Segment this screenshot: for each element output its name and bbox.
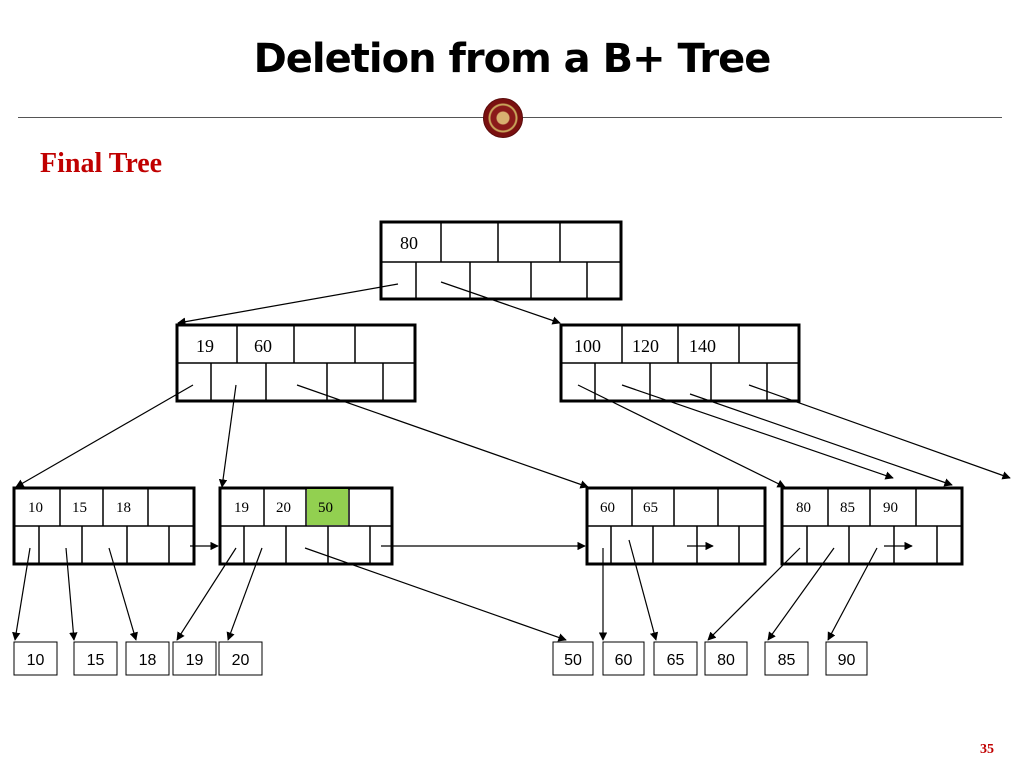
- pointer-arrow: [296, 384, 589, 489]
- leaf2-key-3: 50: [318, 500, 333, 516]
- record-box: 80: [704, 641, 748, 676]
- record-row: 10 15 18 19 20 50 60 65 80 85 90: [13, 641, 868, 676]
- record-box: 90: [825, 641, 868, 676]
- leaf1-key-1: 10: [28, 500, 43, 516]
- leaf3-key-2: 65: [643, 500, 658, 516]
- root-node: 80: [379, 220, 623, 301]
- pointer-arrow: [176, 547, 237, 641]
- slide-subtitle: Final Tree: [40, 148, 163, 179]
- pointer-arrow: [108, 547, 138, 641]
- leaf1-key-2: 15: [72, 500, 87, 516]
- record-label: 80: [717, 652, 735, 669]
- pointer-arrow: [304, 547, 567, 642]
- record-box: 18: [125, 641, 170, 676]
- slide-title: Deletion from a B+ Tree: [253, 36, 772, 82]
- leaf2-key-2: 20: [276, 500, 291, 516]
- leaf2-key-1: 19: [234, 500, 249, 516]
- record-box: 85: [764, 641, 809, 676]
- record-label: 10: [27, 652, 45, 669]
- leaf1-key-3: 18: [116, 500, 131, 516]
- record-label: 60: [615, 652, 633, 669]
- pointer-arrow: [12, 547, 31, 641]
- record-box: 60: [602, 641, 645, 676]
- record-box: 15: [73, 641, 118, 676]
- pointer-arrow: [177, 283, 399, 326]
- leaf4-key-3: 90: [883, 500, 898, 516]
- internal-right-key-3: 140: [689, 336, 716, 356]
- pointer-arrow: [689, 393, 953, 487]
- internal-right-key-1: 100: [574, 336, 601, 356]
- leaf2-highlight-cell: [307, 489, 348, 525]
- internal-left-key-2: 60: [254, 336, 272, 356]
- record-label: 85: [778, 652, 796, 669]
- pointer-arrow: [577, 384, 786, 488]
- record-label: 15: [87, 652, 105, 669]
- pointer-arrow: [65, 547, 78, 641]
- leaf-node-2: 19 20 50: [218, 486, 394, 566]
- record-label: 65: [667, 652, 685, 669]
- pointer-arrow: [621, 384, 894, 480]
- leaf-node-4: 80 85 90: [780, 486, 964, 566]
- record-label: 20: [232, 652, 250, 669]
- record-label: 18: [139, 652, 157, 669]
- leaf-node-3: 60 65: [585, 486, 767, 566]
- internal-left-key-1: 19: [196, 336, 214, 356]
- pointer-arrow: [707, 547, 801, 641]
- pointer-arrow: [15, 384, 194, 488]
- record-box: 65: [653, 641, 698, 676]
- pointer-arrow: [218, 384, 237, 488]
- internal-right-key-2: 120: [632, 336, 659, 356]
- leaf4-key-1: 80: [796, 500, 811, 516]
- pointer-arrow: [748, 384, 1011, 480]
- page-number: 35: [980, 742, 994, 757]
- leaf4-key-2: 85: [840, 500, 855, 516]
- record-label: 50: [564, 652, 582, 669]
- leaf-node-1: 10 15 18: [12, 486, 196, 566]
- record-box: 50: [552, 641, 594, 676]
- record-label: 90: [838, 652, 856, 669]
- pointer-arrows: [12, 281, 1011, 642]
- record-label: 19: [186, 652, 204, 669]
- pointer-arrow: [440, 281, 561, 325]
- university-seal-icon: [483, 98, 523, 138]
- leaf3-key-1: 60: [600, 500, 615, 516]
- pointer-arrow: [827, 547, 878, 641]
- internal-node-left: 19 60: [175, 323, 417, 403]
- pointer-arrow: [226, 547, 263, 641]
- pointer-arrow: [628, 539, 659, 641]
- root-key: 80: [400, 233, 418, 253]
- record-box: 19: [172, 641, 217, 676]
- record-box: 20: [218, 641, 263, 676]
- record-box: 10: [13, 641, 58, 676]
- pointer-arrow: [767, 547, 835, 641]
